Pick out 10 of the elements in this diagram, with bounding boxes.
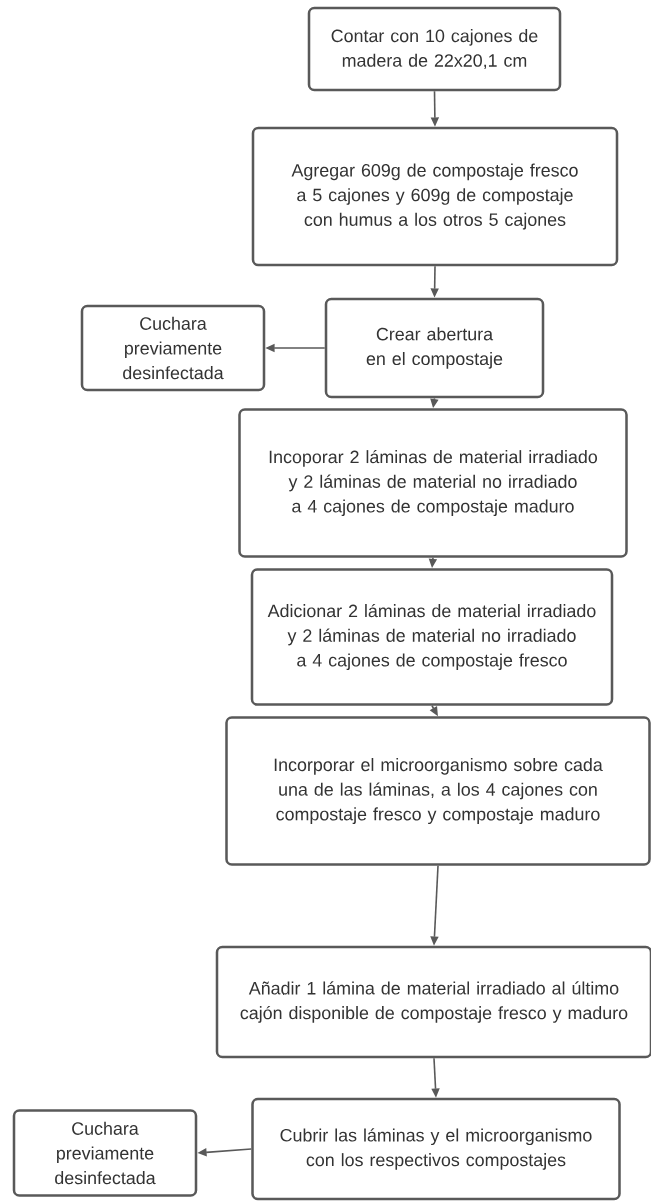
- process-box: Incoporar 2 láminas de material irradiado y 2 láminas de material no irradiado a 4 cajones de compostaje maduro: [238, 408, 628, 558]
- process-box: Añadir 1 lámina de material irradiado al último cajón disponible de compostaje fresco y maduro: [215, 945, 651, 1059]
- process-box: Cubrir las láminas y el microorganismo con los respectivos compostajes: [251, 1097, 621, 1201]
- process-box: Crear abertura en el compostaje: [324, 297, 545, 399]
- process-box: Adicionar 2 láminas de material irradiado y 2 láminas de material no irradiado a 4 cajones de compostaje fresco: [250, 568, 614, 706]
- process-box: Incorporar el microorganismo sobre cada una de las láminas, a los 4 cajones con compostaje fresco y compostaje maduro: [225, 716, 651, 866]
- process-box: Agregar 609g de compostaje fresco a 5 cajones y 609g de compostaje con humus a los otros 5 cajones: [251, 126, 619, 267]
- process-box: Cuchara previamente desinfectada: [80, 304, 266, 392]
- process-box: Contar con 10 cajones de madera de 22x20,1 cm: [307, 6, 562, 92]
- process-box: Cuchara previamente desinfectada: [12, 1109, 198, 1197]
